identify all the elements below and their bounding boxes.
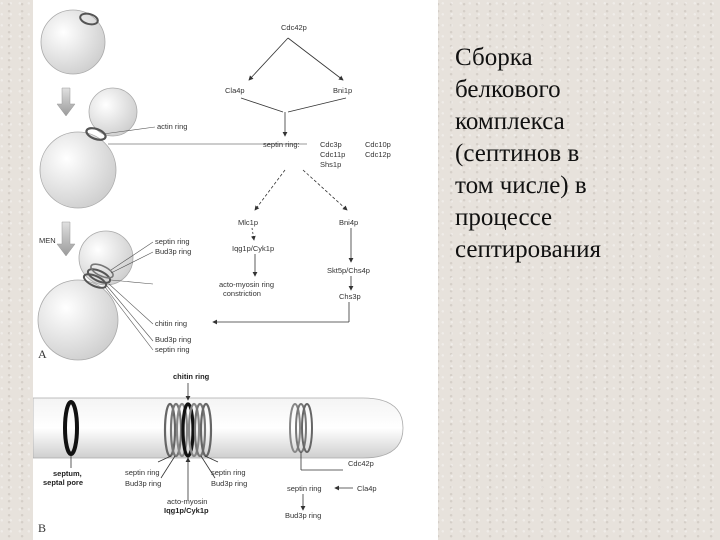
label-bud3p-ring-a: Bud3p ring [155, 247, 191, 256]
label-septin-ring-b-bottom: septin ring [287, 484, 322, 493]
label-actomyosin-ring: acto-myosin ring [219, 280, 274, 289]
label-bni4p: Bni4p [339, 218, 358, 227]
label-septin-cdc11p: Cdc11p [320, 150, 345, 159]
label-actin-ring: actin ring [157, 122, 187, 131]
septin-rings-right [187, 402, 213, 458]
label-septin-cdc3p: Cdc3p [320, 140, 342, 149]
label-iqg1p: Iqg1p/Cyk1p [232, 244, 274, 253]
panel-a-letter: A [38, 347, 47, 361]
label-bni1p: Bni1p [333, 86, 352, 95]
label-cdc42p-b: Cdc42p [348, 459, 374, 468]
label-iqg1p-b: Iqg1p/Cyk1p [164, 506, 209, 515]
label-septin-ring-b-right: septin ring [211, 468, 246, 477]
label-septin-shs1p: Shs1p [320, 160, 341, 169]
label-bud3p-ring-b-left: Bud3p ring [125, 479, 161, 488]
label-bud3p-ring-a2: Bud3p ring [155, 335, 191, 344]
panel-b-arrows [70, 383, 353, 511]
label-actomyosin-b: acto-myosin [167, 497, 207, 506]
label-constriction: constriction [223, 289, 261, 298]
label-septin-ring-a: septin ring [155, 237, 190, 246]
label-septum: septum, [53, 469, 82, 478]
label-cdc42p: Cdc42p [281, 23, 307, 32]
label-men: MEN [39, 236, 56, 245]
cell-stage-3 [37, 230, 134, 361]
stage-arrow-2 [56, 221, 76, 257]
panel-b-letter: B [38, 521, 46, 535]
cell-stage-1 [40, 9, 106, 75]
label-septin-cdc10p: Cdc10p [365, 140, 391, 149]
stage-arrow-1 [56, 87, 76, 117]
label-chitin-ring-a: chitin ring [155, 319, 187, 328]
cell-leader-lines [102, 126, 156, 351]
label-septal-pore: septal pore [43, 478, 83, 487]
septum-ring [63, 400, 79, 456]
label-septin-cdc12p: Cdc12p [365, 150, 391, 159]
label-chitin-ring-b: chitin ring [173, 372, 210, 381]
label-septin-prefix: septin ring: [263, 140, 300, 149]
label-septin-ring-b-left: septin ring [125, 468, 160, 477]
label-skt5p: Skt5p/Chs4p [327, 266, 370, 275]
slide-caption: Сборка белкового комплекса (септинов в т… [455, 44, 602, 263]
label-bud3p-ring-b-right: Bud3p ring [211, 479, 247, 488]
label-septin-ring-a2: septin ring [155, 345, 190, 354]
label-chs3p: Chs3p [339, 292, 361, 301]
chitin-ring-b [181, 402, 195, 458]
septation-diagram: A Cdc42p Cla4p Bni1p actin ring septin r… [33, 9, 404, 535]
cell-stage-2 [39, 87, 138, 209]
figure-panel: A Cdc42p Cla4p Bni1p actin ring septin r… [33, 0, 438, 540]
label-cla4p: Cla4p [225, 86, 245, 95]
label-mlc1p: Mlc1p [238, 218, 258, 227]
pathway-arrows [108, 37, 354, 325]
hypha [33, 397, 404, 459]
label-bud3p-ring-b-bottom: Bud3p ring [285, 511, 321, 520]
septin-rings-left [163, 402, 189, 458]
label-cla4p-b: Cla4p [357, 484, 377, 493]
